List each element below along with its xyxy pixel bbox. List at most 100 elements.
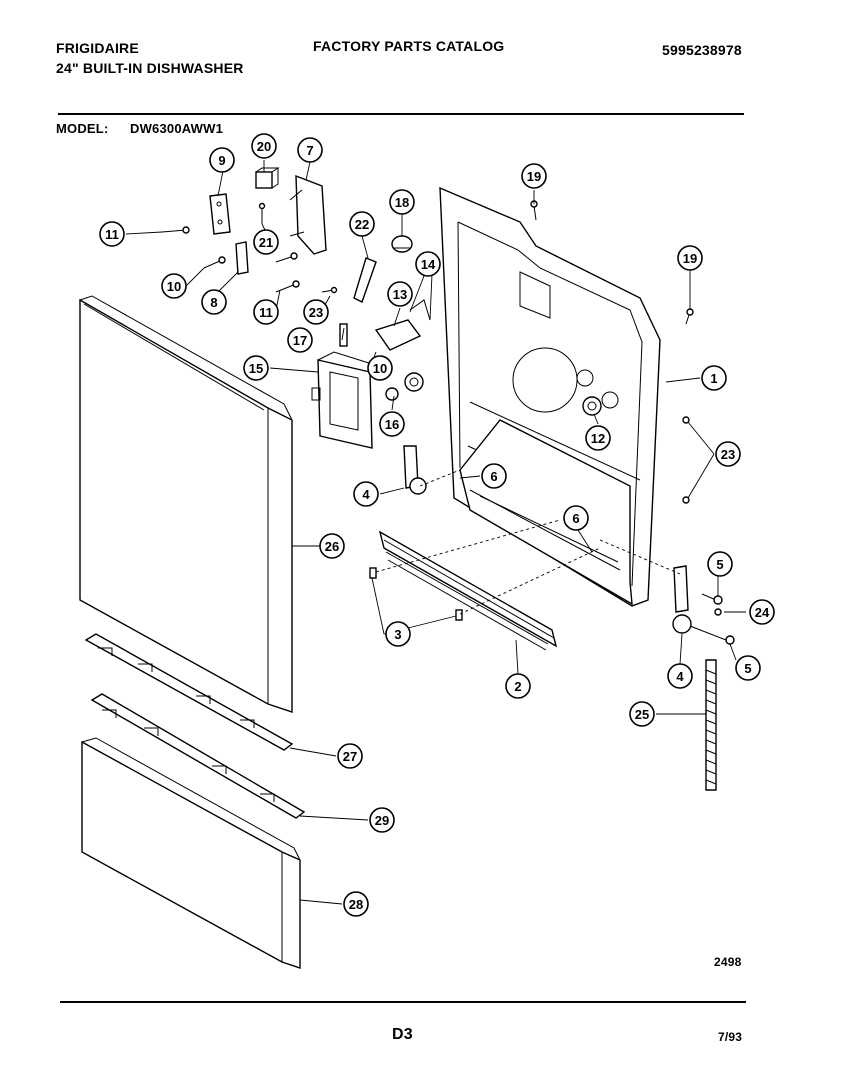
- callout-23: 23: [715, 441, 741, 467]
- model-number: DW6300AWW1: [130, 121, 224, 136]
- callout-28: 28: [343, 891, 369, 917]
- callout-label: 9: [218, 153, 225, 168]
- wax-motor-pin: [339, 323, 348, 347]
- callout-label: 29: [375, 813, 389, 828]
- callout-19: 19: [521, 163, 547, 189]
- footer-rule: [60, 1001, 746, 1003]
- callout-label: 15: [249, 361, 263, 376]
- lower-access-panel: [81, 737, 301, 969]
- callout-16: 16: [379, 411, 405, 437]
- callout-label: 12: [591, 431, 605, 446]
- callout-label: 24: [755, 605, 770, 620]
- callout-label: 11: [259, 305, 273, 320]
- callout-label: 16: [385, 417, 399, 432]
- latch-clip: [235, 241, 249, 275]
- bimetal-assembly: [374, 299, 431, 351]
- callout-label: 13: [393, 287, 407, 302]
- callout-5: 5: [735, 655, 761, 681]
- callout-10: 10: [161, 273, 187, 299]
- vent-bar: [378, 530, 558, 651]
- callout-22: 22: [349, 211, 375, 237]
- latch-bracket: [209, 193, 231, 235]
- fill-cap-ring: [582, 396, 602, 416]
- callout-label: 19: [527, 169, 541, 184]
- catalog-title: FACTORY PARTS CATALOG: [313, 38, 505, 54]
- callout-8: 8: [201, 289, 227, 315]
- kick-trim: [90, 693, 306, 819]
- callout-label: 1: [710, 371, 717, 386]
- callout-23: 23: [303, 299, 329, 325]
- callout-3: 3: [385, 621, 411, 647]
- model-label: MODEL:: [56, 121, 109, 136]
- callout-10: 10: [367, 355, 393, 381]
- actuator-lever: [353, 257, 377, 303]
- callout-27: 27: [337, 743, 363, 769]
- callout-label: 17: [293, 333, 307, 348]
- door-spring: [705, 659, 717, 791]
- callout-label: 19: [683, 251, 697, 266]
- callout-label: 7: [306, 143, 313, 158]
- switch-cube: [255, 167, 280, 189]
- callout-label: 25: [635, 707, 649, 722]
- callout-label: 14: [421, 257, 436, 272]
- callout-4: 4: [353, 481, 379, 507]
- callout-15: 15: [243, 355, 269, 381]
- callout-label: 4: [676, 669, 684, 684]
- callout-2: 2: [505, 673, 531, 699]
- callout-6: 6: [563, 505, 589, 531]
- callout-label: 20: [257, 139, 271, 154]
- callout-label: 18: [395, 195, 409, 210]
- callout-9: 9: [209, 147, 235, 173]
- callout-label: 26: [325, 539, 339, 554]
- callout-label: 2: [514, 679, 521, 694]
- inner-door-panel: [439, 186, 661, 607]
- callout-11: 11: [253, 299, 279, 325]
- callout-label: 6: [572, 511, 579, 526]
- callout-13: 13: [387, 281, 413, 307]
- clips: [369, 567, 463, 621]
- detergent-dispenser: [311, 351, 373, 449]
- callout-7: 7: [297, 137, 323, 163]
- outer-door-panel: [79, 295, 293, 713]
- callout-6: 6: [481, 463, 507, 489]
- page-number: D3: [392, 1026, 413, 1043]
- callout-label: 4: [362, 487, 370, 502]
- callout-label: 8: [210, 295, 217, 310]
- callout-26: 26: [319, 533, 345, 559]
- screws: [161, 200, 694, 504]
- callout-label: 11: [105, 227, 119, 242]
- callout-label: 5: [744, 661, 751, 676]
- door-trim-strip: [84, 633, 294, 751]
- spring-cap: [385, 372, 424, 401]
- callout-25: 25: [629, 701, 655, 727]
- callout-label: 5: [716, 557, 723, 572]
- switch-bracket: [289, 174, 327, 255]
- callout-label: 28: [349, 897, 363, 912]
- callout-4: 4: [667, 663, 693, 689]
- callout-18: 18: [389, 189, 415, 215]
- header-rule: [58, 113, 744, 115]
- brand-name: FRIGIDAIRE: [56, 40, 139, 56]
- callout-24: 24: [749, 599, 775, 625]
- callout-label: 10: [167, 279, 181, 294]
- callout-1: 1: [701, 365, 727, 391]
- callout-label: 23: [721, 447, 735, 462]
- callout-20: 20: [251, 133, 277, 159]
- callout-17: 17: [287, 327, 313, 353]
- callout-19: 19: [677, 245, 703, 271]
- catalog-number: 5995238978: [662, 42, 742, 58]
- rinse-aid-cap: [391, 235, 413, 253]
- callout-label: 21: [259, 235, 273, 250]
- hinge-right: [672, 565, 735, 645]
- hinge-left: [403, 445, 427, 495]
- callout-12: 12: [585, 425, 611, 451]
- callout-label: 3: [394, 627, 401, 642]
- callout-label: 27: [343, 749, 357, 764]
- callout-21: 21: [253, 229, 279, 255]
- callout-label: 6: [490, 469, 497, 484]
- callout-5: 5: [707, 551, 733, 577]
- drawing-number: 2498: [714, 955, 742, 969]
- callout-11: 11: [99, 221, 125, 247]
